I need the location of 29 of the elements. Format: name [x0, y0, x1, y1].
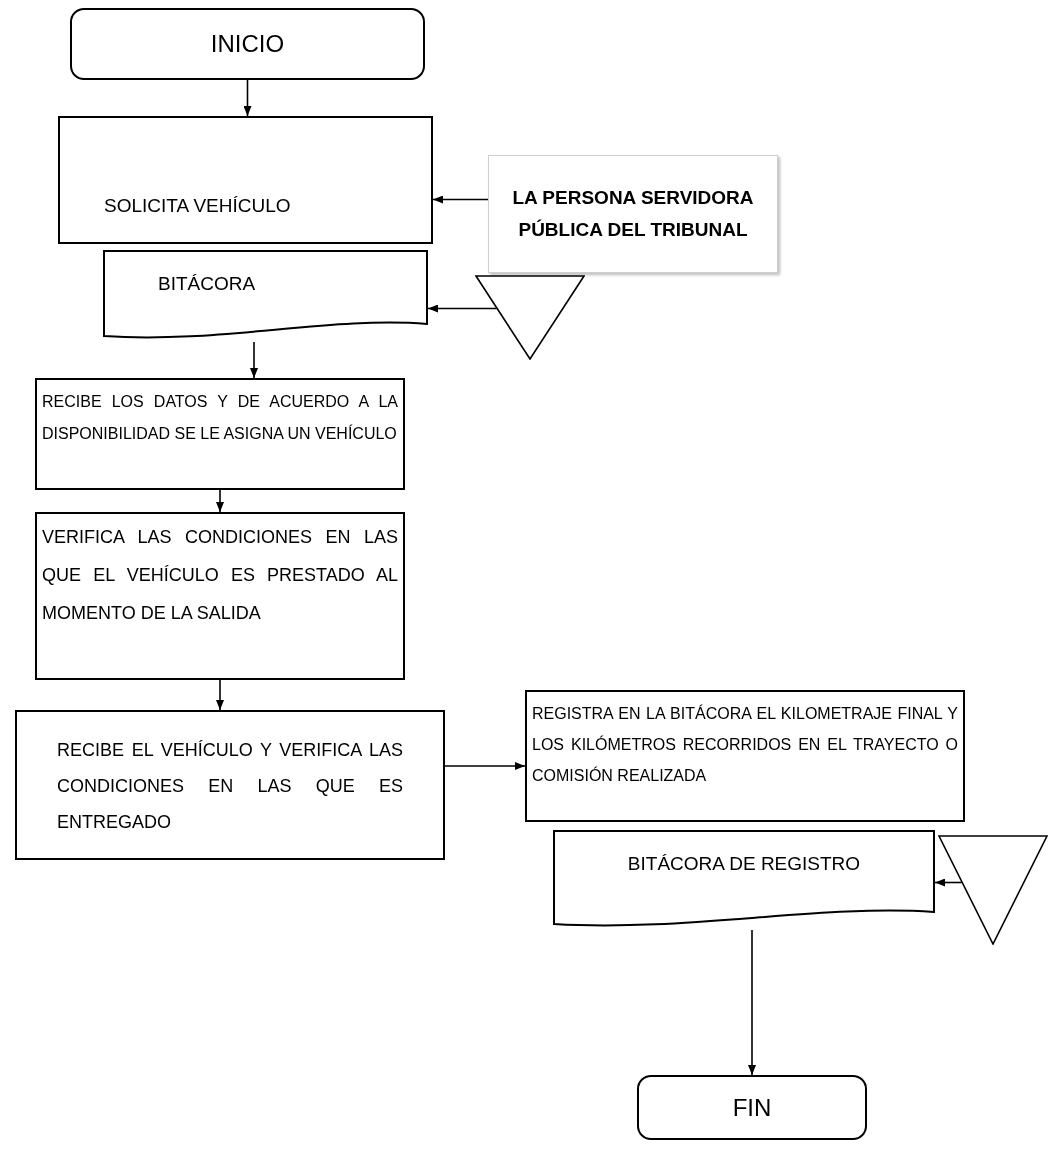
arrow: [444, 762, 526, 770]
archive-triangle: [475, 275, 585, 360]
node-text: BITÁCORA DE REGISTRO: [627, 852, 861, 876]
arrow: [216, 679, 224, 711]
process-box: [15, 710, 445, 860]
node-text: LA PERSONA SERVIDORA PÚBLICA DEL TRIBUNAL: [511, 186, 755, 242]
node-text: INICIO: [210, 29, 285, 59]
process-box: [35, 378, 405, 490]
arrow: [427, 304, 498, 313]
process-box: [525, 690, 965, 822]
end-terminal: [637, 1075, 867, 1140]
actor-box: [488, 155, 778, 273]
node-text: VERIFICA LAS CONDICIONES EN LAS QUE EL VEHÍCULO ES PRESTADO AL MOMENTO DE LA SALIDA: [42, 526, 398, 625]
start-terminal: [70, 8, 425, 80]
node-text: FIN: [732, 1092, 772, 1123]
arrow: [250, 341, 258, 379]
process-box: [58, 116, 433, 244]
arrow: [934, 878, 963, 887]
node-text: REGISTRA EN LA BITÁCORA EL KILOMETRAJE FINAL Y LOS KILÓMETROS RECORRIDOS EN EL TRAYECTO O COMISIÓN REALIZADA: [532, 703, 958, 786]
node-text: SOLICITA VEHÍCULO: [104, 194, 292, 218]
node-text: RECIBE LOS DATOS Y DE ACUERDO A LA DISPONIBILIDAD SE LE ASIGNA UN VEHÍCULO: [42, 392, 398, 444]
process-box: [35, 512, 405, 680]
arrow: [216, 489, 224, 513]
archive-triangle: [938, 835, 1048, 945]
arrow: [432, 195, 489, 204]
arrow: [243, 79, 252, 117]
node-text: BITÁCORA: [158, 272, 257, 296]
node-text: RECIBE EL VEHÍCULO Y VERIFICA LAS CONDICIONES EN LAS QUE ES ENTREGADO: [57, 739, 403, 834]
arrow: [748, 929, 756, 1076]
